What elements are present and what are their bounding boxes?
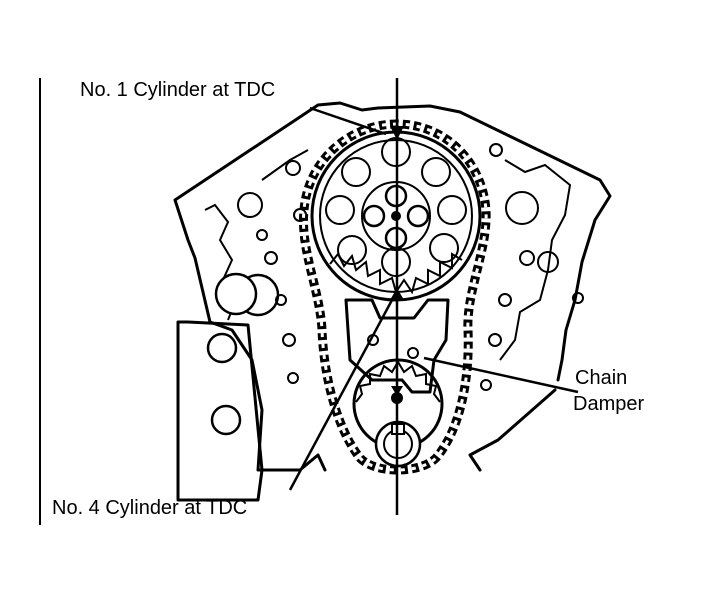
block-hole [282,333,296,347]
block-hole [519,250,535,266]
label-damper: Damper [573,393,645,415]
cam-lightening-hole [325,195,355,225]
block-hole [488,333,502,347]
label-no4-cylinder-tdc: No. 4 Cylinder at TDC [52,497,248,519]
block-hole [572,292,584,304]
timing-chain [298,119,491,475]
cam-lightening-hole [437,195,467,225]
block-hole [237,192,263,218]
cam-lightening-hole [337,235,367,265]
block-hole [537,251,559,273]
block-hole [287,372,299,384]
chain-damper [344,298,450,394]
cam-lightening-hole [429,233,459,263]
leader-no1 [309,106,387,136]
block-hole [489,143,503,157]
leader-damper [423,356,579,394]
cam-hub-bolt [362,204,386,228]
block-hole [498,293,512,307]
block-hole [480,379,492,391]
block-inner-right [499,159,572,361]
label-no1-cylinder-tdc: No. 1 Cylinder at TDC [80,79,276,101]
left-mount-bolt-4 [214,272,258,316]
block-hole [505,191,539,225]
cam-lightening-hole [421,157,451,187]
block-hole [275,294,287,306]
cam-hub-bolt [406,204,430,228]
label-chain: Chain [575,367,628,389]
damper-hole [407,347,419,359]
block-hole [285,160,301,176]
left-mount-bolt-2 [210,404,242,436]
leader-no4 [288,299,394,491]
cam-lightening-hole [341,157,371,187]
left-mount-bolt-1 [206,332,238,364]
left-mount [176,320,264,502]
block-hole [256,229,268,241]
block-hole [264,251,278,265]
